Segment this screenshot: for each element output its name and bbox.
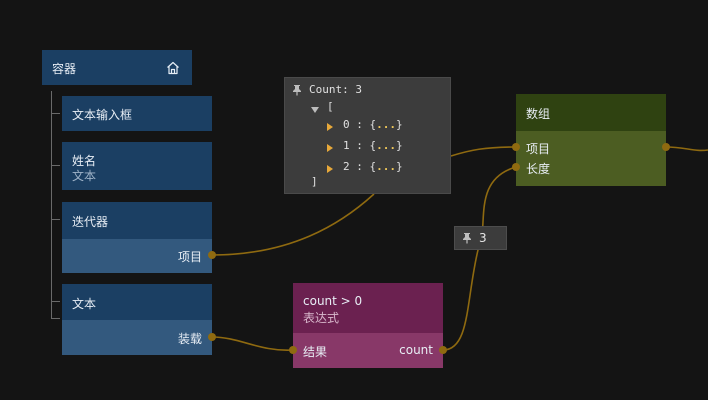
array-items-label: 项目 — [526, 142, 551, 156]
array-input-port[interactable] — [662, 143, 670, 151]
text-port-label: 装载 — [177, 332, 202, 346]
iterator-node[interactable]: 迭代器 — [62, 202, 212, 239]
home-icon[interactable] — [165, 60, 181, 76]
pinned-value-badge[interactable]: 3 — [454, 226, 507, 250]
expand-arrow-icon[interactable] — [327, 121, 333, 134]
wire-result-to-load — [211, 336, 294, 351]
iterator-title: 迭代器 — [72, 215, 109, 229]
container-title: 容器 — [52, 62, 77, 76]
debug-close-bracket: ] — [311, 175, 318, 188]
collapse-arrow-icon[interactable] — [311, 103, 319, 116]
expression-subtitle: 表达式 — [303, 311, 340, 325]
expression-node[interactable]: count > 0 表达式 — [293, 283, 443, 333]
debug-count-header: Count: 3 — [309, 83, 362, 96]
wire-debug-to-iterator — [211, 193, 375, 256]
debug-array-item[interactable]: 1 : {...} — [343, 139, 403, 152]
text-input-title: 文本输入框 — [72, 108, 133, 122]
debug-array-item[interactable]: 0 : {...} — [343, 118, 403, 131]
expression-count-port[interactable] — [439, 346, 447, 354]
tree-branch — [51, 318, 60, 319]
iterator-port-row: 项目 — [62, 239, 212, 273]
iterator-items-port[interactable] — [208, 251, 216, 259]
debug-inspector-panel[interactable]: Count: 3 [ 0 : {...} 1 : {...} 2 : {...}… — [284, 77, 451, 194]
name-subtitle: 文本 — [72, 169, 97, 183]
iterator-port-label: 项目 — [177, 250, 202, 264]
array-items-port[interactable] — [512, 143, 520, 151]
text-port-row: 装载 — [62, 320, 212, 355]
expression-count-label: count — [399, 343, 433, 357]
wire-right-to-array — [665, 146, 708, 152]
expression-title: count > 0 — [303, 294, 363, 308]
debug-open-bracket: [ — [327, 100, 334, 113]
text-input-node[interactable]: 文本输入框 — [62, 96, 212, 131]
wire-length-to-count — [442, 166, 517, 351]
tree-branch — [51, 301, 60, 302]
name-title: 姓名 — [72, 154, 97, 168]
tree-branch — [51, 165, 60, 166]
text-node[interactable]: 文本 — [62, 284, 212, 320]
expand-arrow-icon[interactable] — [327, 163, 333, 176]
container-node[interactable]: 容器 — [42, 50, 192, 85]
expression-result-label: 结果 — [303, 345, 328, 359]
wire-array-to-debug — [450, 146, 517, 157]
text-load-port[interactable] — [208, 333, 216, 341]
array-length-port[interactable] — [512, 163, 520, 171]
name-node[interactable]: 姓名 文本 — [62, 142, 212, 190]
expand-arrow-icon[interactable] — [327, 142, 333, 155]
debug-array-item[interactable]: 2 : {...} — [343, 160, 403, 173]
pinned-value: 3 — [479, 231, 487, 245]
tree-branch — [51, 113, 60, 114]
text-title: 文本 — [72, 297, 97, 311]
expression-result-port[interactable] — [289, 346, 297, 354]
expression-ports: 结果 count — [293, 333, 443, 368]
array-title: 数组 — [526, 107, 551, 121]
array-ports: 项目 长度 — [516, 131, 666, 186]
array-node[interactable]: 数组 — [516, 94, 666, 131]
array-length-label: 长度 — [526, 162, 551, 176]
pin-icon[interactable] — [291, 84, 303, 96]
tree-line — [51, 91, 52, 319]
pin-icon[interactable] — [461, 232, 473, 244]
tree-branch — [51, 219, 60, 220]
